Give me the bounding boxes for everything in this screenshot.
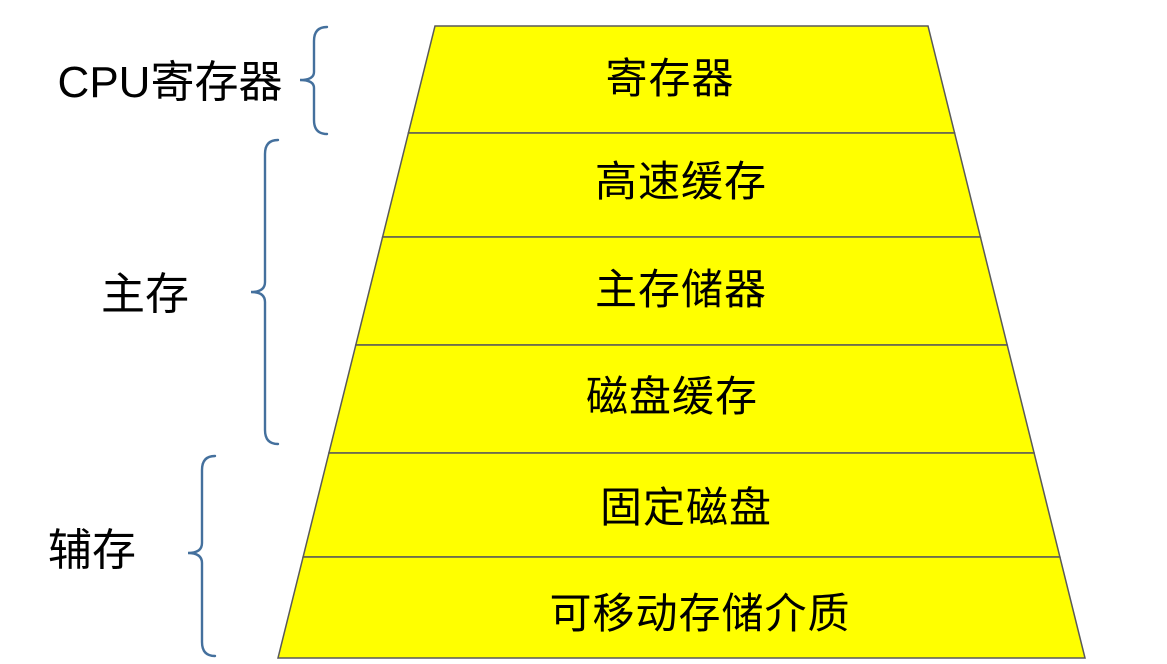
group-label-cpu-registers: CPU寄存器 bbox=[57, 58, 283, 107]
cpu-registers-brace-icon bbox=[299, 25, 329, 136]
pyramid-layer-shape-removable-media bbox=[277, 556, 1086, 659]
group-label-main-memory: 主存 bbox=[101, 270, 189, 319]
main-memory-brace-icon bbox=[250, 138, 280, 446]
layer-label-disk-cache: 磁盘缓存 bbox=[585, 373, 759, 420]
layer-label-fixed-disk: 固定磁盘 bbox=[599, 484, 773, 531]
auxiliary-storage-brace-icon bbox=[187, 454, 217, 658]
pyramid-layer-shapes bbox=[277, 25, 1086, 659]
layer-label-cache: 高速缓存 bbox=[594, 158, 768, 205]
group-braces bbox=[187, 25, 329, 658]
layer-label-removable-media: 可移动存储介质 bbox=[549, 590, 851, 637]
group-label-auxiliary-storage: 辅存 bbox=[48, 526, 136, 575]
layer-label-main-memory: 主存储器 bbox=[594, 266, 768, 313]
layer-label-registers: 寄存器 bbox=[605, 55, 735, 102]
